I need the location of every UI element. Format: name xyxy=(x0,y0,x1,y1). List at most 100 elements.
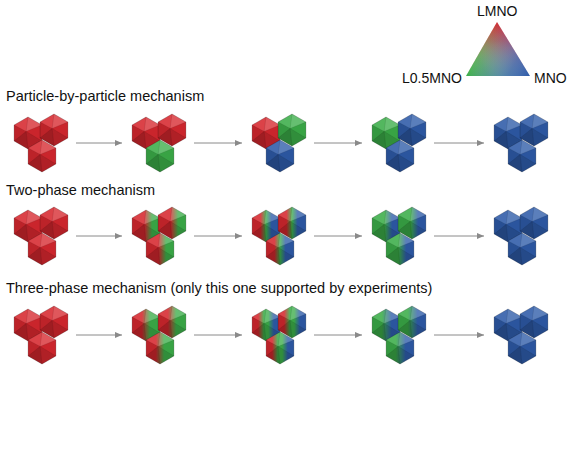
particle-facet xyxy=(170,320,186,338)
particle-facet xyxy=(28,332,42,346)
particle-body xyxy=(146,140,174,172)
legend-swatch xyxy=(466,22,530,76)
particle xyxy=(28,233,56,265)
particle xyxy=(386,233,414,265)
particle-facet xyxy=(170,221,186,239)
particle-facet xyxy=(252,117,266,131)
particle-facet xyxy=(158,154,174,172)
particle-body xyxy=(28,140,56,172)
particle-cluster xyxy=(14,207,68,265)
particle-facet xyxy=(266,233,280,247)
particle-cluster xyxy=(132,207,186,265)
particle xyxy=(266,140,294,172)
particle xyxy=(508,332,536,364)
particle-facet xyxy=(398,247,414,265)
particle-facet xyxy=(266,332,280,346)
particle-facet xyxy=(14,309,28,323)
particle-facet xyxy=(508,140,522,154)
particle-facet xyxy=(146,332,160,346)
particle-cluster xyxy=(494,114,548,172)
particle-facet xyxy=(290,221,306,239)
particle-cluster xyxy=(14,114,68,172)
particle-facet xyxy=(520,154,536,172)
particle-body xyxy=(146,233,174,265)
step-arrow xyxy=(314,143,362,144)
particle-facet xyxy=(146,140,160,154)
particle-body xyxy=(508,332,536,364)
step-arrow xyxy=(194,335,242,336)
particle xyxy=(28,140,56,172)
particle-facet xyxy=(40,154,56,172)
particle-facet xyxy=(40,306,54,320)
particle-facet xyxy=(494,309,508,323)
particle-cluster xyxy=(494,306,548,364)
particle xyxy=(386,140,414,172)
particle-facet xyxy=(170,128,186,146)
particle-facet xyxy=(40,114,54,128)
particle xyxy=(508,233,536,265)
particle-facet xyxy=(158,306,172,320)
particle xyxy=(386,332,414,364)
particle-facet xyxy=(372,117,386,131)
particle-facet xyxy=(520,306,534,320)
particle xyxy=(508,140,536,172)
particle-body xyxy=(508,140,536,172)
legend-swatch xyxy=(466,22,530,76)
particle-cluster xyxy=(132,306,186,364)
particle-facet xyxy=(410,221,426,239)
triangle-base xyxy=(466,22,530,76)
mechanism-heading: Two-phase mechanism xyxy=(6,182,155,199)
particle-facet xyxy=(158,207,172,221)
particle-facet xyxy=(14,210,28,224)
particle-facet xyxy=(398,346,414,364)
particle-facet xyxy=(266,140,280,154)
particle-facet xyxy=(398,154,414,172)
particle-body xyxy=(386,332,414,364)
step-arrow xyxy=(434,143,484,144)
particle-facet xyxy=(252,309,266,323)
particle-facet xyxy=(372,309,386,323)
particle-body xyxy=(386,233,414,265)
particle-facet xyxy=(398,114,412,128)
particle-facet xyxy=(28,233,42,247)
particle xyxy=(28,332,56,364)
step-arrow xyxy=(76,143,122,144)
particle-facet xyxy=(14,117,28,131)
particle-body xyxy=(266,233,294,265)
particle-facet xyxy=(278,207,292,221)
particle-cluster xyxy=(372,207,426,265)
particle-cluster xyxy=(494,207,548,265)
particle-facet xyxy=(520,114,534,128)
particle-facet xyxy=(28,140,42,154)
particle-facet xyxy=(40,247,56,265)
particle-facet xyxy=(146,233,160,247)
particle-facet xyxy=(410,128,426,146)
particle-cluster xyxy=(252,207,306,265)
particle-facet xyxy=(290,320,306,338)
particle-facet xyxy=(520,207,534,221)
particle-facet xyxy=(40,346,56,364)
particle-facet xyxy=(132,309,146,323)
legend-label: MNO xyxy=(534,70,567,86)
legend-swatch xyxy=(466,22,530,76)
step-arrow xyxy=(76,335,122,336)
particle-facet xyxy=(278,154,294,172)
particle-facet xyxy=(508,233,522,247)
particle xyxy=(266,332,294,364)
particle-cluster xyxy=(372,306,426,364)
particle-facet xyxy=(386,233,400,247)
particle-facet xyxy=(398,207,412,221)
particle-facet xyxy=(532,221,548,239)
particle-facet xyxy=(132,117,146,131)
particle-facet xyxy=(158,247,174,265)
particle-facet xyxy=(520,346,536,364)
particle-facet xyxy=(532,128,548,146)
step-arrow xyxy=(194,236,242,237)
step-arrow xyxy=(434,335,484,336)
particle-facet xyxy=(508,332,522,346)
particle-body xyxy=(28,233,56,265)
particle-body xyxy=(146,332,174,364)
particle-body xyxy=(266,332,294,364)
legend-label: LMNO xyxy=(477,3,517,19)
